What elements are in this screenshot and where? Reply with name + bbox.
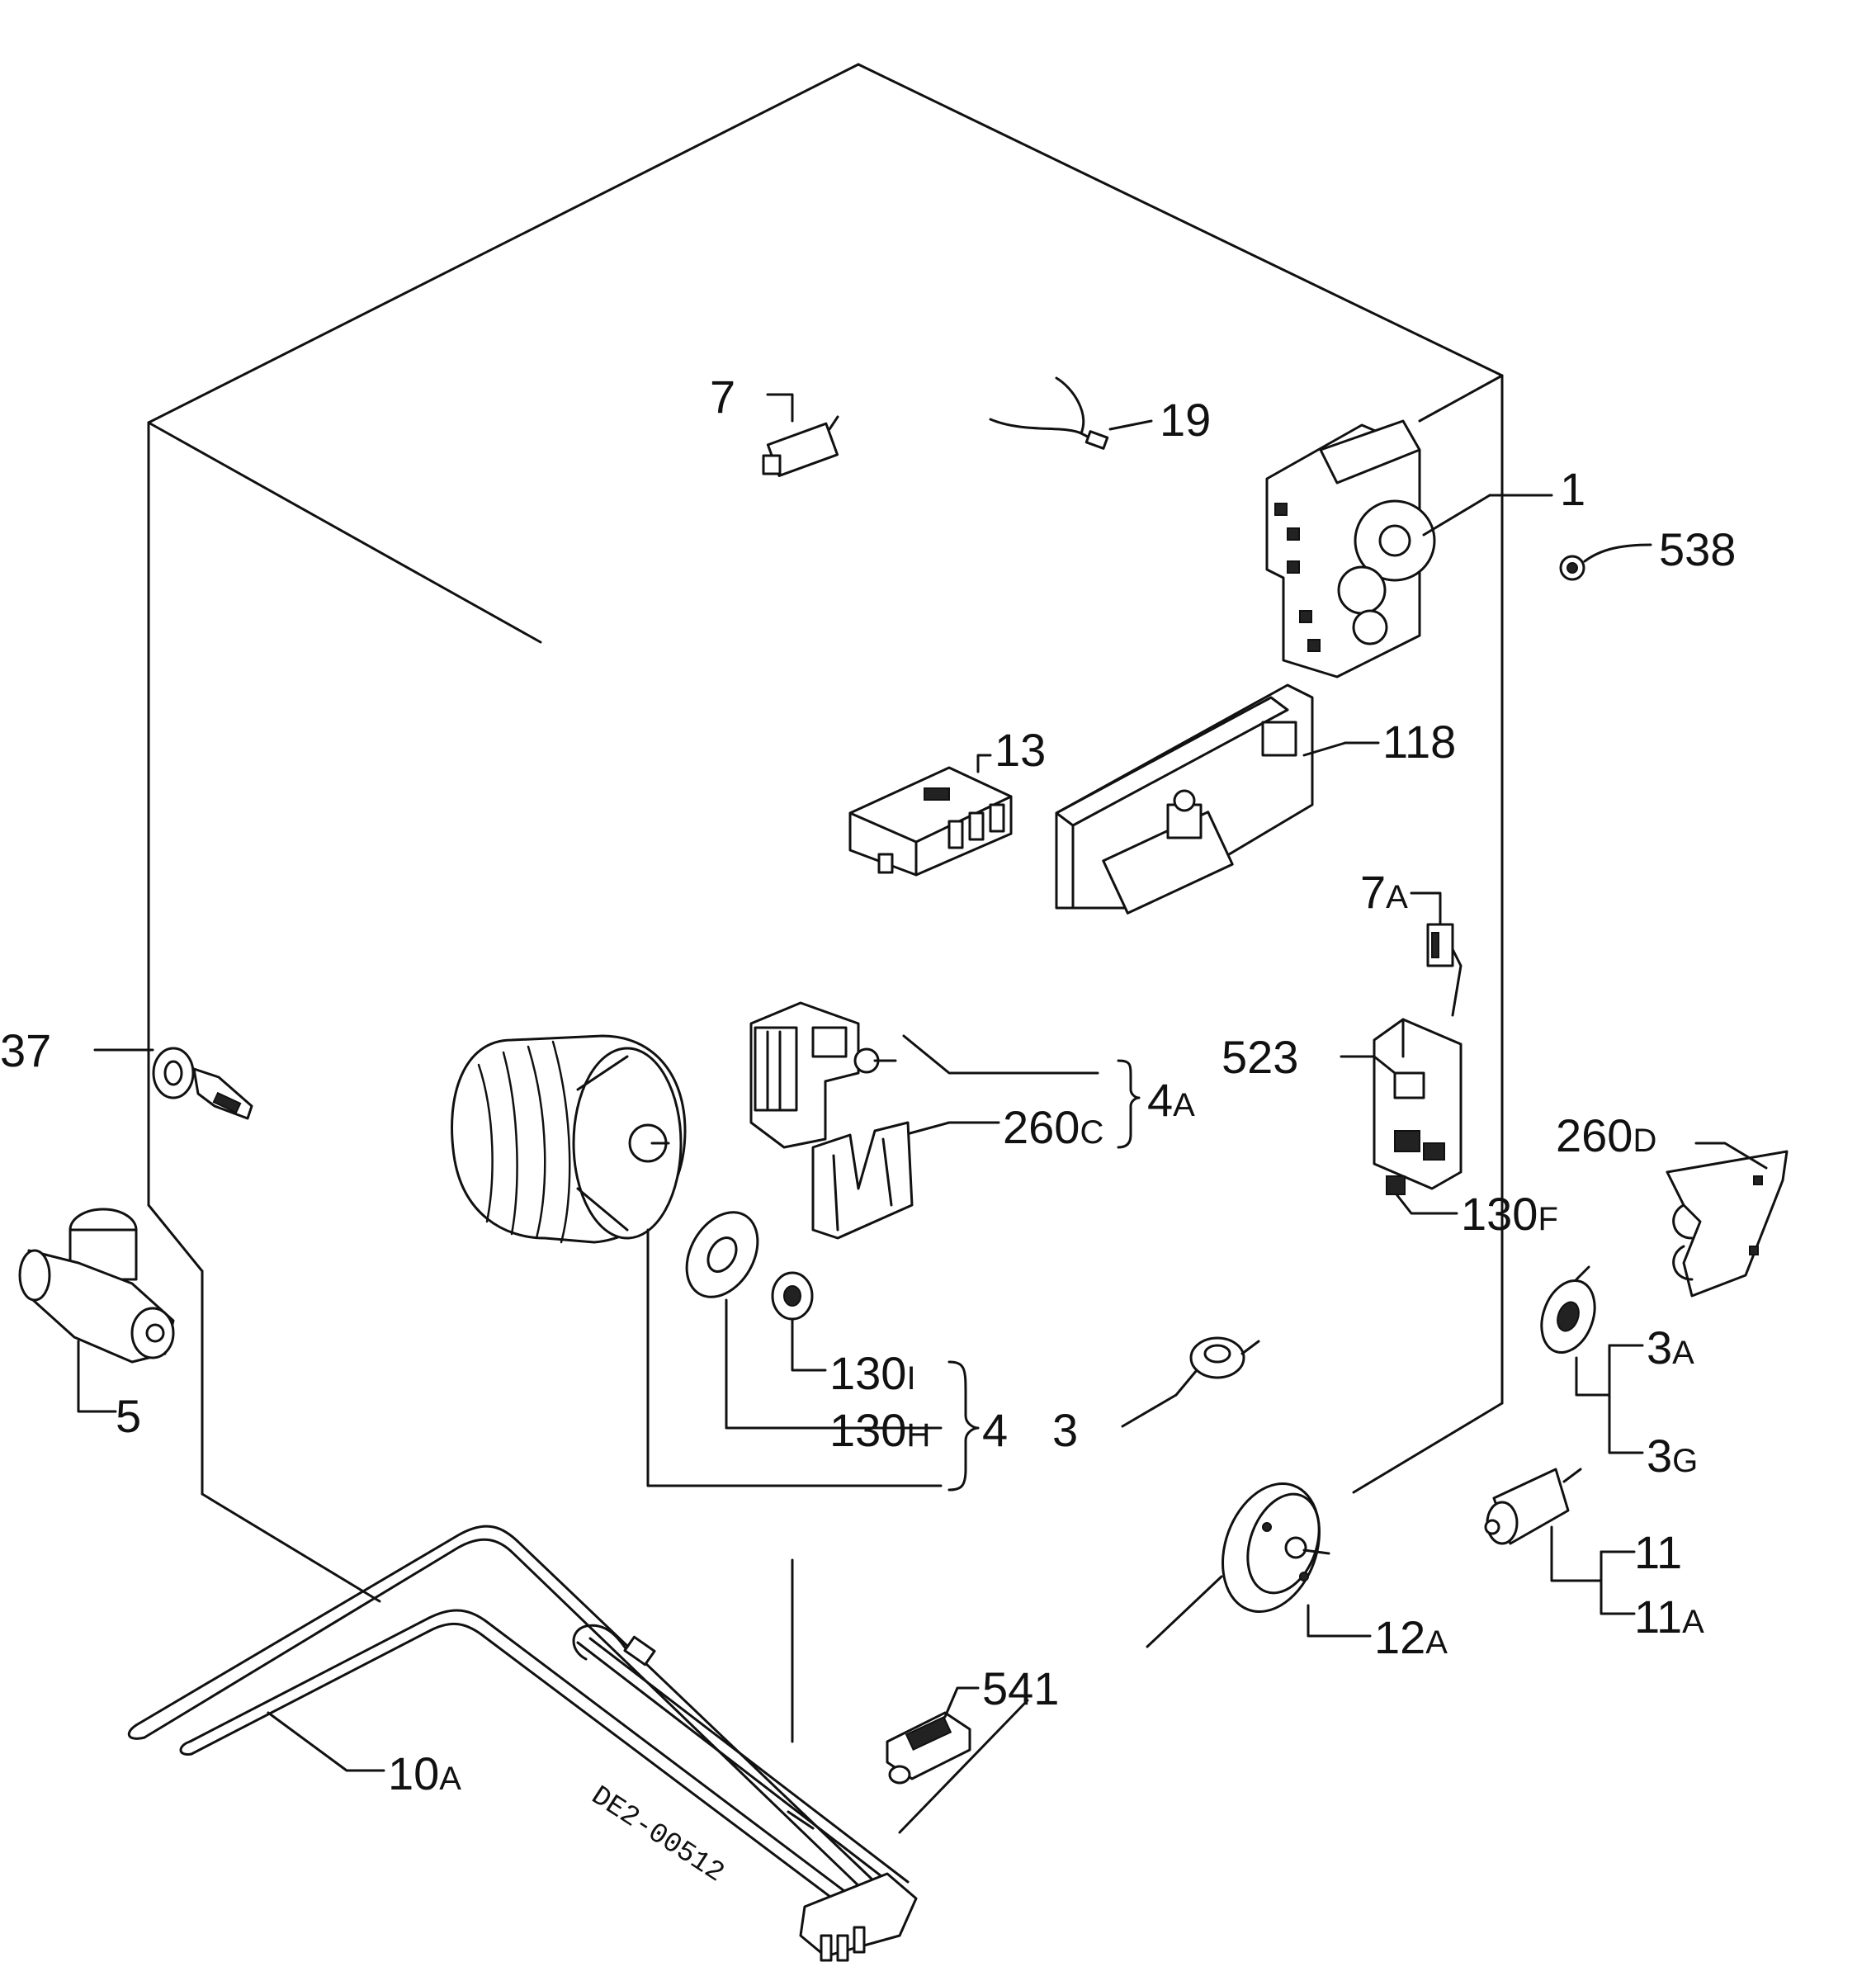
label-37: 37	[0, 1024, 51, 1076]
label-3: 3	[1052, 1404, 1078, 1456]
label-11a: 11A	[1634, 1591, 1704, 1643]
label-13: 13	[995, 724, 1046, 776]
part-4-motor	[451, 1034, 943, 1487]
label-12a: 12A	[1374, 1611, 1448, 1663]
label-11a-sub: A	[1682, 1604, 1704, 1640]
label-538: 538	[1659, 523, 1736, 575]
part-19-wire-sensor	[989, 376, 1153, 450]
label-130h-main: 130	[829, 1404, 906, 1456]
brace-group-4	[947, 1360, 980, 1492]
label-3a-sub: A	[1672, 1335, 1694, 1371]
label-130i-main: 130	[829, 1347, 906, 1399]
label-130f-sub: F	[1538, 1201, 1557, 1237]
label-10a-sub: A	[439, 1761, 461, 1797]
label-7a: 7A	[1360, 866, 1408, 918]
part-260c-bracket	[811, 1121, 914, 1240]
label-541: 541	[982, 1662, 1059, 1714]
label-523: 523	[1222, 1031, 1298, 1083]
label-130h: 130H	[829, 1404, 930, 1456]
part-labels: 7 19 1 538 13 118 7A 523 4A 260C 260D 13…	[0, 371, 1736, 1799]
label-11a-main: 11	[1634, 1591, 1682, 1643]
part-4a-pump-motor	[749, 1001, 1099, 1149]
label-7a-main: 7	[1360, 866, 1386, 918]
label-3a-main: 3	[1647, 1321, 1672, 1373]
label-4: 4	[982, 1404, 1008, 1456]
label-3a: 3A	[1647, 1321, 1694, 1373]
part-130i-bushing	[771, 1271, 827, 1372]
label-3g-main: 3	[1647, 1430, 1672, 1482]
part-523-door-lock	[1340, 1018, 1463, 1215]
label-10a-main: 10	[388, 1747, 439, 1799]
label-260c: 260C	[1003, 1101, 1103, 1153]
label-7a-sub: A	[1386, 879, 1408, 915]
part-1-timer	[1265, 419, 1553, 678]
part-3a-thermostat	[1540, 1265, 1644, 1454]
cabinet-outline	[147, 63, 1504, 1834]
part-7-switch	[762, 393, 839, 477]
label-1: 1	[1560, 463, 1585, 515]
label-7: 7	[710, 371, 735, 423]
label-4a: 4A	[1147, 1074, 1195, 1126]
label-10a: 10A	[388, 1747, 461, 1799]
label-5: 5	[116, 1390, 141, 1442]
part-5-inlet-valve	[18, 1208, 175, 1413]
label-4a-sub: A	[1173, 1087, 1195, 1123]
part-130h-pulley	[685, 1211, 943, 1430]
part-13-terminal-block	[848, 754, 1013, 877]
part-541-connector	[886, 1686, 980, 1785]
label-118: 118	[1382, 716, 1456, 768]
label-4a-main: 4	[1147, 1074, 1173, 1126]
label-260d: 260D	[1556, 1109, 1656, 1161]
label-130h-sub: H	[906, 1417, 930, 1454]
part-37-valve	[93, 1047, 253, 1120]
label-130i: 130I	[829, 1347, 916, 1399]
label-130f: 130F	[1461, 1188, 1558, 1240]
label-12a-main: 12	[1374, 1611, 1425, 1663]
label-260c-main: 260	[1003, 1101, 1080, 1153]
label-3g: 3G	[1647, 1430, 1698, 1482]
label-130i-sub: I	[906, 1360, 915, 1397]
part-260d-bracket	[1666, 1142, 1789, 1298]
part-3-thermostat	[1121, 1336, 1260, 1428]
drawing-code: DE2-00512	[585, 1780, 730, 1889]
part-118-control-module	[1055, 683, 1380, 915]
label-260d-main: 260	[1556, 1109, 1633, 1161]
part-538-cap	[1559, 543, 1652, 581]
brace-group-4a	[1117, 1059, 1141, 1149]
label-11: 11	[1634, 1526, 1682, 1578]
part-12a-pressure-switch	[1222, 1482, 1372, 1638]
label-260c-sub: C	[1080, 1114, 1103, 1151]
label-130f-main: 130	[1461, 1188, 1538, 1240]
label-12a-sub: A	[1425, 1624, 1448, 1661]
label-260d-sub: D	[1633, 1123, 1656, 1159]
label-19: 19	[1160, 394, 1211, 446]
part-7a-switch	[1410, 891, 1463, 1017]
part-10a-heating-element	[127, 1525, 918, 1962]
label-3g-sub: G	[1672, 1443, 1698, 1479]
part-11-capacitor	[1484, 1468, 1636, 1615]
